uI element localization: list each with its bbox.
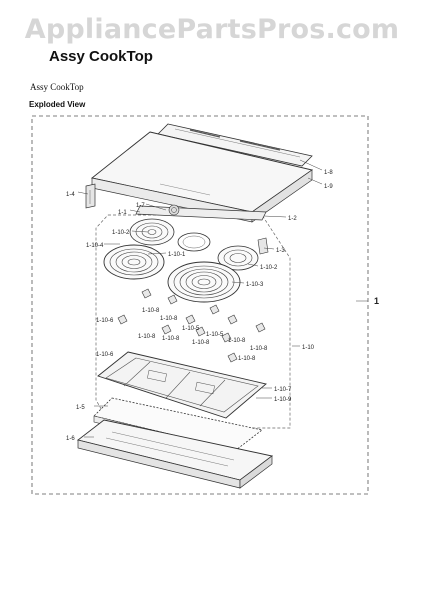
callout-1-7: 1-7 — [136, 203, 145, 209]
callout-1-10-7: 1-10-7 — [274, 387, 292, 393]
callout-1-10-2-left: 1-10-2 — [112, 230, 130, 236]
callout-1-3: 1-3 — [276, 248, 285, 254]
callout-1-9: 1-9 — [324, 184, 333, 190]
glass-top — [90, 131, 314, 223]
callout-1-10-6-b: 1-10-6 — [96, 352, 114, 358]
burner-center-ring — [177, 232, 211, 252]
callout-1-1: 1-1 — [118, 210, 127, 216]
callout-1-10-8-f: 1-10-8 — [228, 338, 246, 344]
callout-1-10-1: 1-10-1 — [168, 252, 186, 258]
callout-1-8: 1-8 — [324, 170, 333, 176]
callout-1-10-8-g: 1-10-8 — [250, 346, 268, 352]
callout-1-4: 1-4 — [66, 192, 75, 198]
callout-labels: 1-8 1-9 1-4 1-7 1-1 1-2 1-10-2 1-10-4 1-… — [66, 170, 379, 442]
leader-lines — [77, 159, 368, 438]
callout-1-10-8-e: 1-10-8 — [192, 340, 210, 346]
burner-large-left — [103, 244, 165, 280]
callout-1-10-5-b: 1-10-5 — [206, 332, 224, 338]
callout-1-10-2-right: 1-10-2 — [260, 265, 278, 271]
callout-1-10-4: 1-10-4 — [86, 243, 104, 249]
page-title: Assy CookTop — [49, 48, 153, 65]
callout-1-6: 1-6 — [66, 436, 75, 442]
element-support-frame — [97, 351, 267, 419]
bottom-pan — [76, 419, 274, 489]
callout-1-5: 1-5 — [76, 405, 85, 411]
inner-frame — [95, 214, 291, 429]
callout-1-10-5-a: 1-10-5 — [182, 326, 200, 332]
callout-1: 1 — [374, 296, 379, 306]
callout-1-10-8-d: 1-10-8 — [162, 336, 180, 342]
site-watermark: AppliancePartsPros.com — [24, 14, 400, 45]
burner-large-front — [167, 261, 241, 303]
callout-1-10-6-a: 1-10-6 — [96, 318, 114, 324]
subtitle: Assy CookTop — [30, 82, 84, 92]
callout-1-10-9: 1-10-9 — [274, 397, 292, 403]
section-label: Exploded View — [29, 100, 86, 109]
burner-small-left — [129, 218, 175, 246]
rear-trim — [157, 123, 313, 167]
side-bracket — [85, 183, 96, 209]
callout-1-10-8-a: 1-10-8 — [142, 308, 160, 314]
callout-1-2: 1-2 — [288, 216, 297, 222]
callout-1-10: 1-10 — [302, 345, 315, 351]
callout-1-10-3: 1-10-3 — [246, 282, 264, 288]
fastener-clips — [117, 288, 266, 363]
callout-1-10-8-c: 1-10-8 — [138, 334, 156, 340]
callout-1-10-8-h: 1-10-8 — [238, 356, 256, 362]
bracket-clip — [257, 237, 269, 255]
callout-1-10-8-b: 1-10-8 — [160, 316, 178, 322]
outer-frame — [31, 115, 369, 495]
